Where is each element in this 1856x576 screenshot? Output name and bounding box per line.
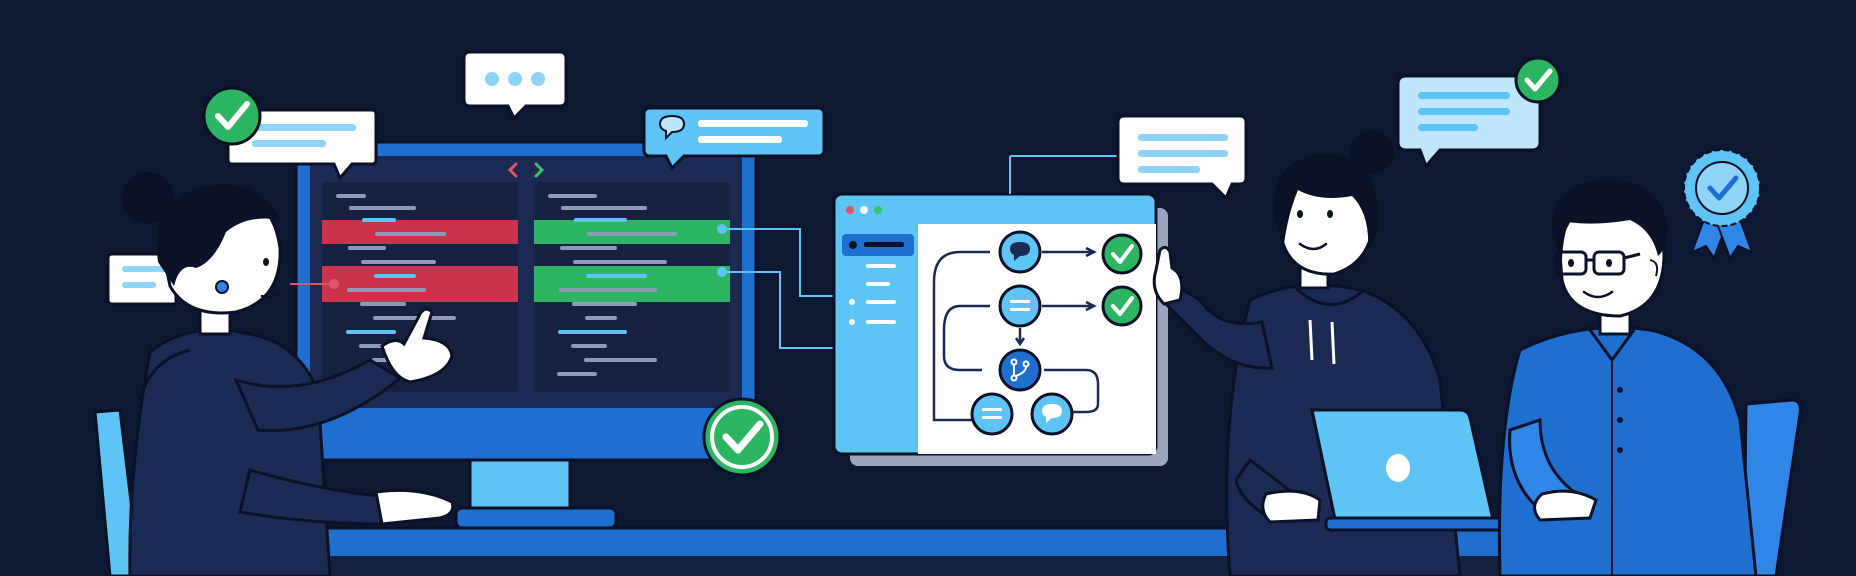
code-line [587, 232, 677, 236]
flow-node-chat [998, 230, 1042, 274]
flow-node-chat-2 [1030, 392, 1074, 436]
code-line [362, 218, 396, 222]
comment-bubble [642, 106, 826, 171]
right-chair [1742, 398, 1802, 576]
approval-bubble [202, 86, 378, 181]
code-line [361, 260, 436, 264]
code-line [557, 372, 597, 376]
check-icon [1111, 296, 1134, 316]
code-line [585, 316, 617, 320]
code-line [584, 358, 657, 362]
code-line [346, 330, 396, 334]
removed-line-highlight [322, 266, 518, 302]
check-icon [1524, 68, 1553, 92]
chat-icon [1010, 242, 1030, 261]
code-line [574, 218, 627, 222]
check-icon [1111, 244, 1134, 264]
branch-icon [1010, 358, 1030, 382]
code-line [561, 206, 647, 210]
code-line [571, 344, 607, 348]
code-diff-lines [322, 194, 730, 376]
code-line [560, 246, 617, 250]
code-line [572, 302, 637, 306]
chat-icon [658, 114, 686, 141]
glasses [1554, 250, 1641, 276]
person-reviewer-left [122, 172, 455, 576]
check-icon [215, 101, 250, 130]
code-line [548, 194, 597, 198]
code-line [336, 194, 366, 198]
list-icon [1010, 300, 1030, 303]
flow-node-list [998, 284, 1042, 328]
side-note-bubble [106, 252, 178, 306]
added-line-highlight [534, 266, 730, 302]
workflow-window [832, 192, 1168, 466]
code-line [349, 206, 416, 210]
diff-connectors [290, 224, 840, 349]
note-bubble-center [1009, 114, 1248, 201]
typing-bubble [462, 50, 568, 121]
chevron-left-icon[interactable] [507, 162, 518, 178]
code-line [375, 232, 446, 236]
flow-node-branch [998, 348, 1042, 392]
code-line [374, 274, 416, 278]
code-line [373, 316, 456, 320]
person-developer-right [1497, 179, 1758, 576]
flow-check-1 [1101, 233, 1143, 275]
flow-check-2 [1101, 285, 1143, 327]
approved-check-badge [702, 397, 782, 477]
award-badge-icon [1683, 149, 1761, 261]
code-line [586, 274, 647, 278]
list-icon [982, 408, 1002, 411]
chat-icon [1042, 404, 1062, 423]
code-line [573, 260, 667, 264]
code-line [559, 288, 657, 292]
chevron-right-icon[interactable] [534, 162, 545, 178]
code-line [360, 302, 406, 306]
flow-node-list-2 [970, 392, 1014, 436]
code-line [348, 246, 386, 250]
feedback-bubble-right [1396, 56, 1562, 169]
check-icon [722, 420, 764, 454]
code-line [347, 288, 426, 292]
code-line [558, 330, 627, 334]
